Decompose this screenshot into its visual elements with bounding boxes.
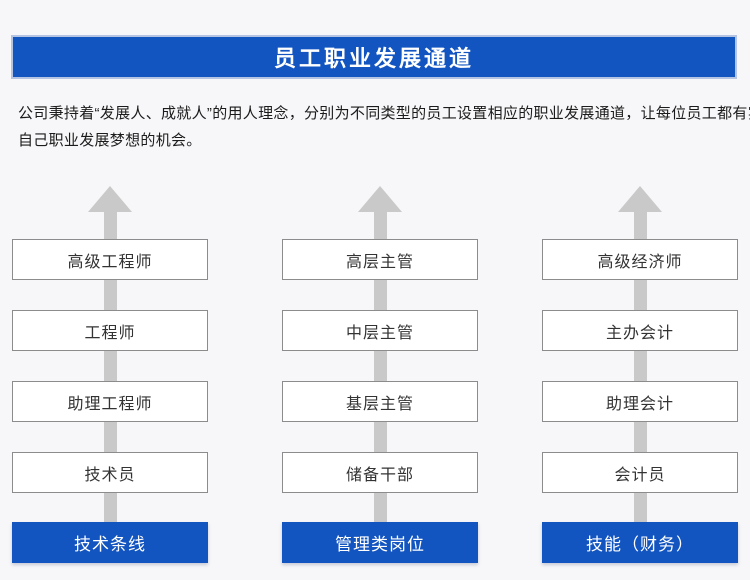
ladder-technical: 高级工程师 工程师 助理工程师 技术员 技术条线 (12, 186, 208, 564)
page-title: 员工职业发展通道 (273, 46, 474, 71)
category-box-technical: 技术条线 (12, 522, 208, 563)
level-box: 主办会计 (542, 310, 738, 351)
intro-line-2: 自己职业发展梦想的机会。 (18, 132, 202, 149)
ladder-finance-skill: 高级经济师 主办会计 助理会计 会计员 技能（财务） (542, 186, 738, 564)
level-box: 技术员 (12, 452, 208, 493)
category-box-finance: 技能（财务） (542, 522, 738, 563)
level-box: 会计员 (542, 452, 738, 493)
ladder-management: 高层主管 中层主管 基层主管 储备干部 管理类岗位 (282, 186, 478, 564)
up-arrow-icon (618, 186, 662, 212)
level-box: 储备干部 (282, 452, 478, 493)
up-arrow-icon (358, 186, 402, 212)
header-banner: 员工职业发展通道 (11, 35, 737, 79)
level-box: 基层主管 (282, 381, 478, 422)
level-box: 助理会计 (542, 381, 738, 422)
level-box: 中层主管 (282, 310, 478, 351)
level-box: 高层主管 (282, 239, 478, 280)
up-arrow-icon (88, 186, 132, 212)
level-box: 工程师 (12, 310, 208, 351)
intro-line-1: 公司秉持着“发展人、成就人”的用人理念，分别为不同类型的员工设置相应的职业发展通… (18, 105, 750, 122)
arrow-shaft (634, 211, 647, 523)
arrow-shaft (104, 211, 117, 523)
arrow-shaft (374, 211, 387, 523)
level-box: 高级经济师 (542, 239, 738, 280)
level-box: 助理工程师 (12, 381, 208, 422)
intro-paragraph: 公司秉持着“发展人、成就人”的用人理念，分别为不同类型的员工设置相应的职业发展通… (18, 100, 750, 154)
level-box: 高级工程师 (12, 239, 208, 280)
category-box-management: 管理类岗位 (282, 522, 478, 563)
